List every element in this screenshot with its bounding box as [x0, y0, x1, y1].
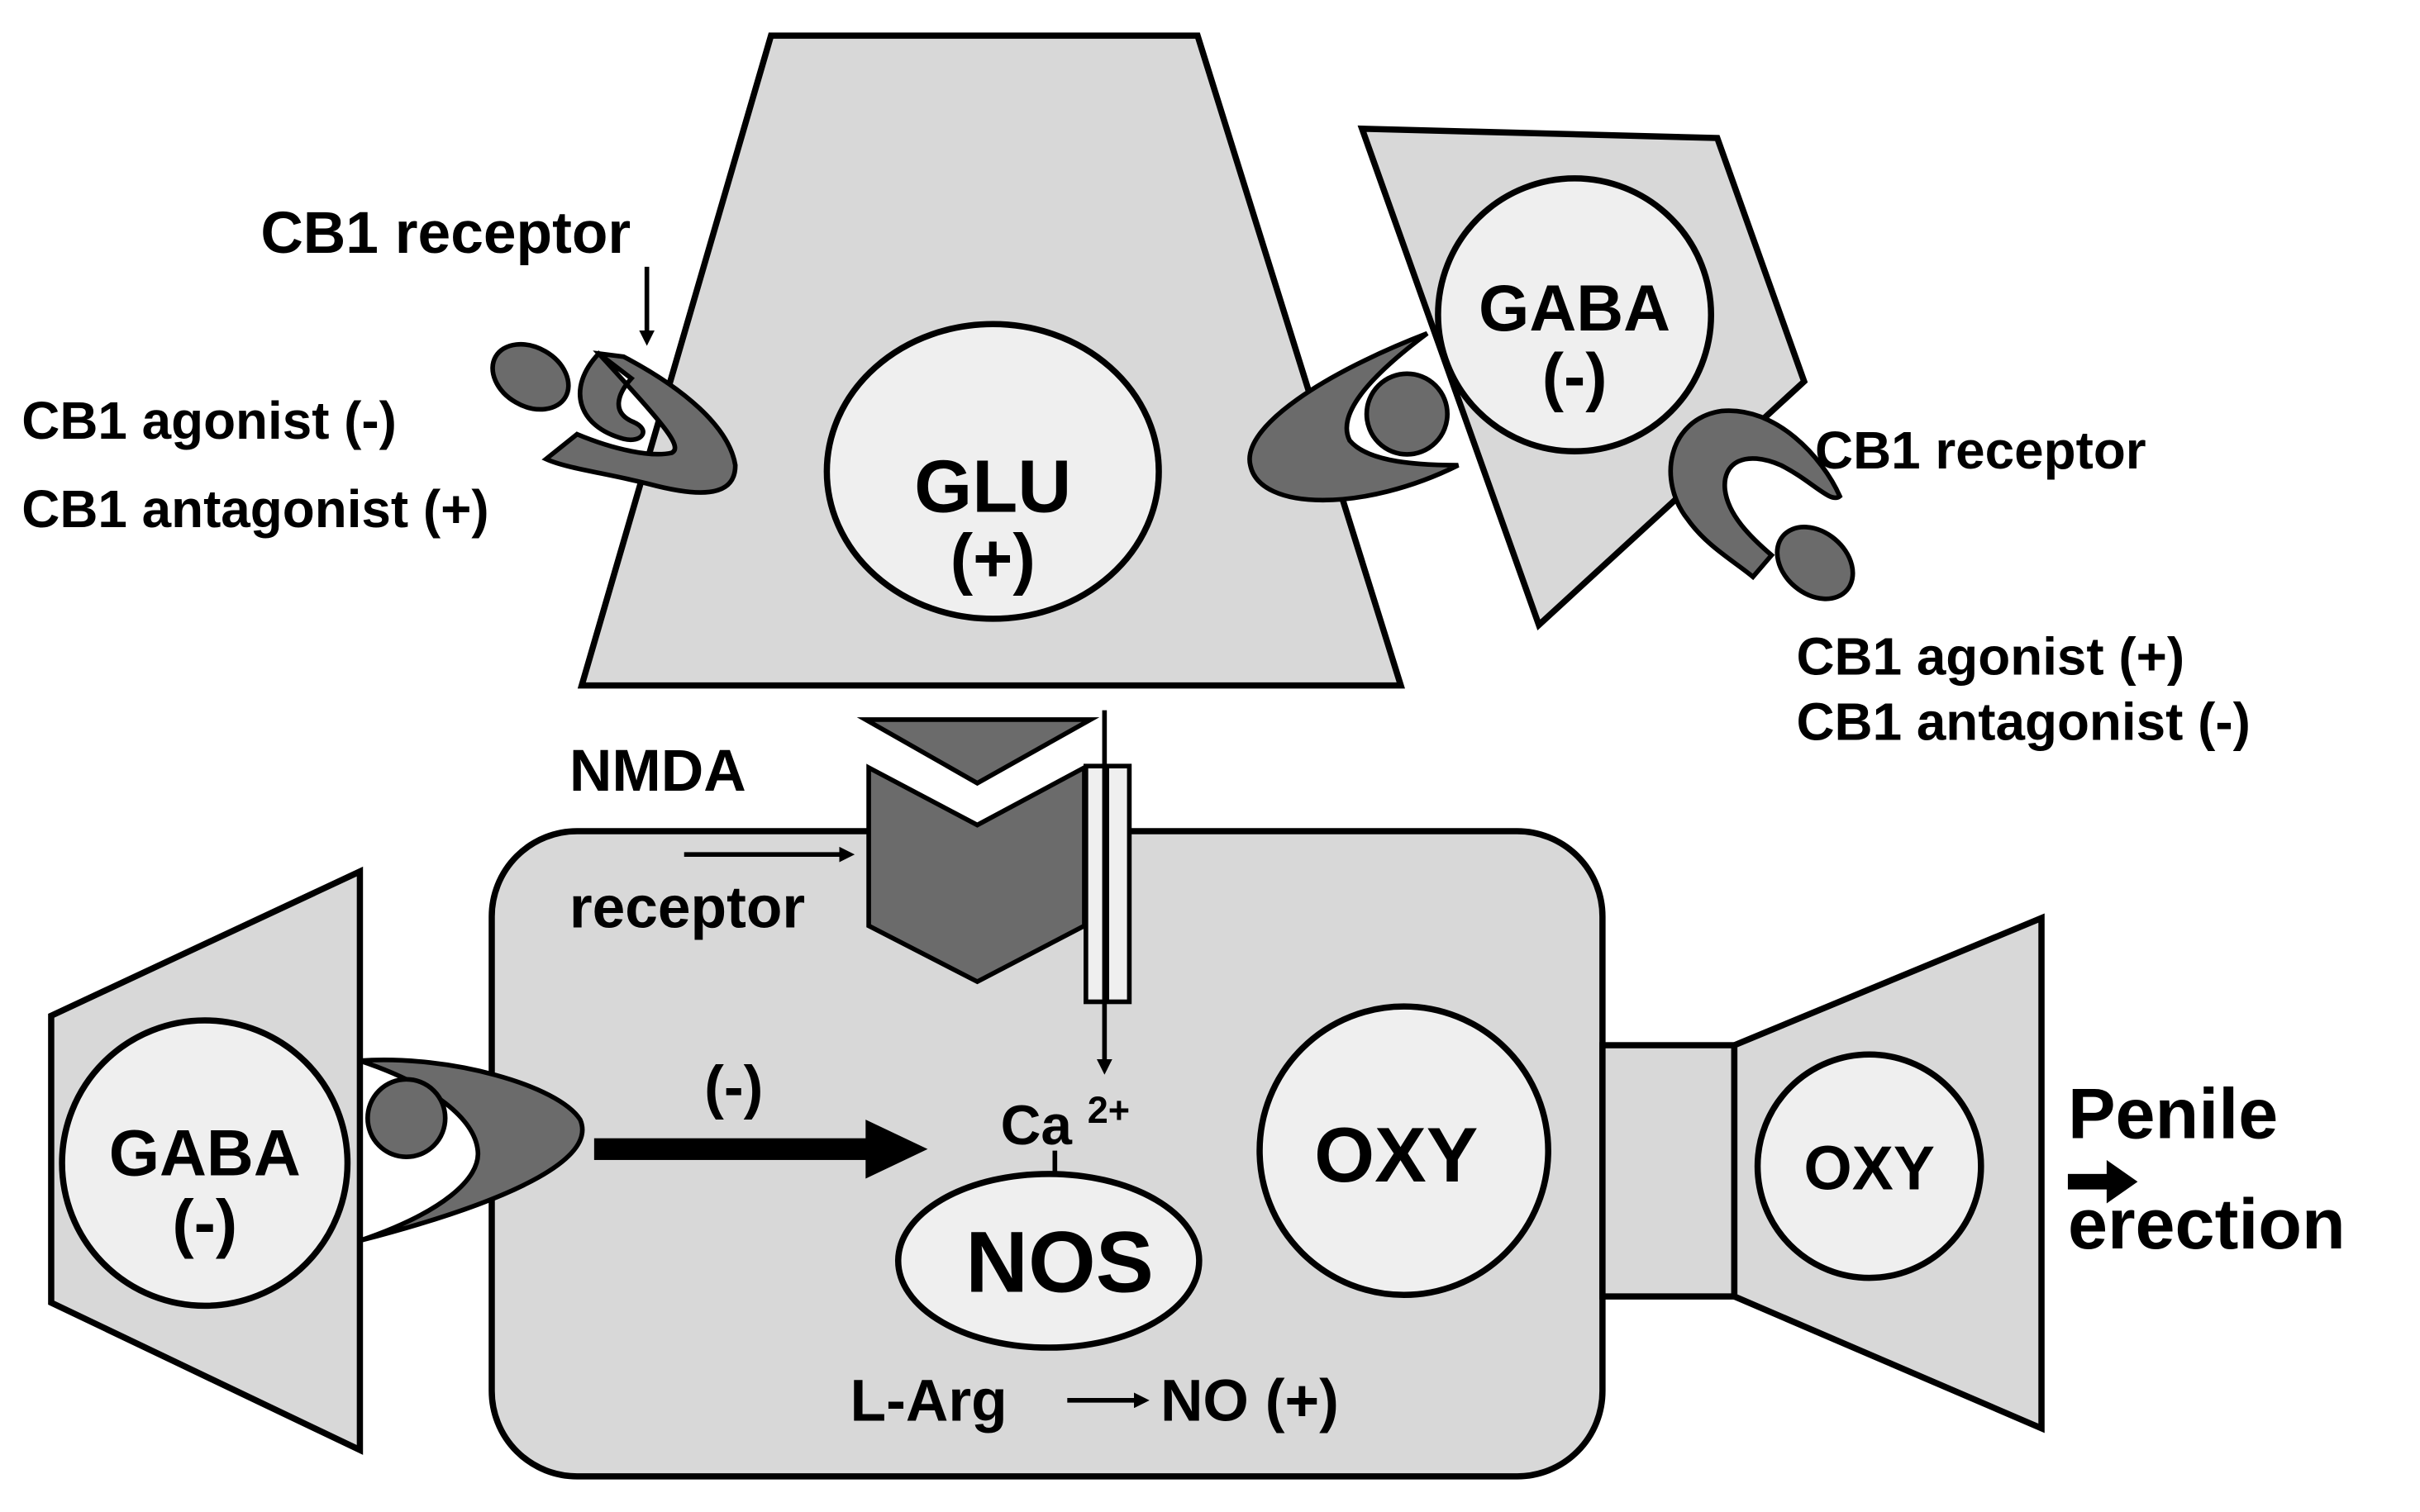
no-product-label: NO (+) — [1160, 1367, 1339, 1434]
gaba-receptor-icon — [1247, 330, 1460, 503]
cb1-agonist-right-label: CB1 agonist (+) — [1796, 626, 2184, 686]
cb1-receptor-left — [490, 341, 738, 495]
penile-label: Penile — [2068, 1075, 2278, 1154]
arrow-icon — [2106, 1159, 2138, 1204]
oxy-main-vesicle — [1256, 1003, 1551, 1298]
gaba-left-sign: (-) — [172, 1186, 237, 1259]
ligand-icon — [1364, 371, 1450, 457]
erection-arrow — [2067, 1159, 2138, 1204]
arrow-icon — [865, 1120, 928, 1179]
gaba-receptor-left — [359, 1058, 585, 1243]
gaba-top-label: GABA — [1479, 272, 1670, 345]
cb1-agonist-left-label: CB1 agonist (-) — [21, 391, 397, 450]
ligand-icon — [1775, 525, 1855, 601]
inhibit-arrow-shaft — [593, 1138, 874, 1160]
glu-sign: (+) — [950, 521, 1036, 597]
gaba-left-vesicle — [59, 1017, 351, 1310]
erection-arrow-shaft — [2067, 1173, 2112, 1190]
glu-label: GLU — [914, 445, 1071, 528]
receptor-label: receptor — [569, 874, 805, 940]
axon-connector — [1599, 1042, 1738, 1300]
nmda-receptor-top-icon — [856, 717, 1100, 787]
cb1-receptor-top-label: CB1 receptor — [260, 200, 631, 266]
inhibit-sign-label: (-) — [704, 1054, 763, 1120]
ion-channel — [1084, 710, 1132, 1075]
oxy-right-vesicle — [1754, 1051, 1984, 1281]
calcium-symbol: Ca — [1001, 1095, 1073, 1157]
cb1-receptor-right — [1668, 408, 1855, 601]
gaba-receptor-top — [1247, 330, 1460, 503]
nmda-receptor — [856, 717, 1100, 985]
ligand-icon — [490, 341, 571, 412]
nos-vesicle — [894, 1171, 1203, 1351]
calcium-label: Ca 2+ — [1001, 1089, 1130, 1157]
gaba-receptor-icon — [359, 1058, 585, 1243]
l-arg-label: L-Arg — [850, 1367, 1008, 1434]
calcium-charge: 2+ — [1088, 1089, 1130, 1131]
nmda-label: NMDA — [569, 738, 746, 804]
ligand-icon — [365, 1077, 448, 1159]
nos-label: NOS — [965, 1214, 1154, 1310]
erection-label: erection — [2068, 1185, 2346, 1264]
inhibit-arrow — [593, 1120, 928, 1179]
cb1-antagonist-right-label: CB1 antagonist (-) — [1796, 692, 2250, 751]
cb1-antagonist-left-label: CB1 antagonist (+) — [21, 479, 488, 539]
glu-neuron: GLU (+) — [577, 32, 1405, 689]
cb1-receptor-right-label: CB1 receptor — [1815, 421, 2146, 480]
gaba-top-sign: (-) — [1542, 340, 1608, 412]
oxy-main-label: OXY — [1314, 1111, 1478, 1198]
gaba-top-vesicle — [1435, 175, 1714, 454]
gaba-left-label: GABA — [109, 1117, 301, 1190]
glu-vesicle — [823, 321, 1162, 622]
gaba-neuron-left: GABA (-) — [48, 866, 364, 1455]
gaba-neuron-top: GABA (-) — [1357, 125, 1808, 630]
oxy-right-label: OXY — [1803, 1134, 1935, 1203]
cb1-receptor-icon — [541, 350, 738, 495]
cb1-receptor-icon — [1668, 408, 1843, 581]
